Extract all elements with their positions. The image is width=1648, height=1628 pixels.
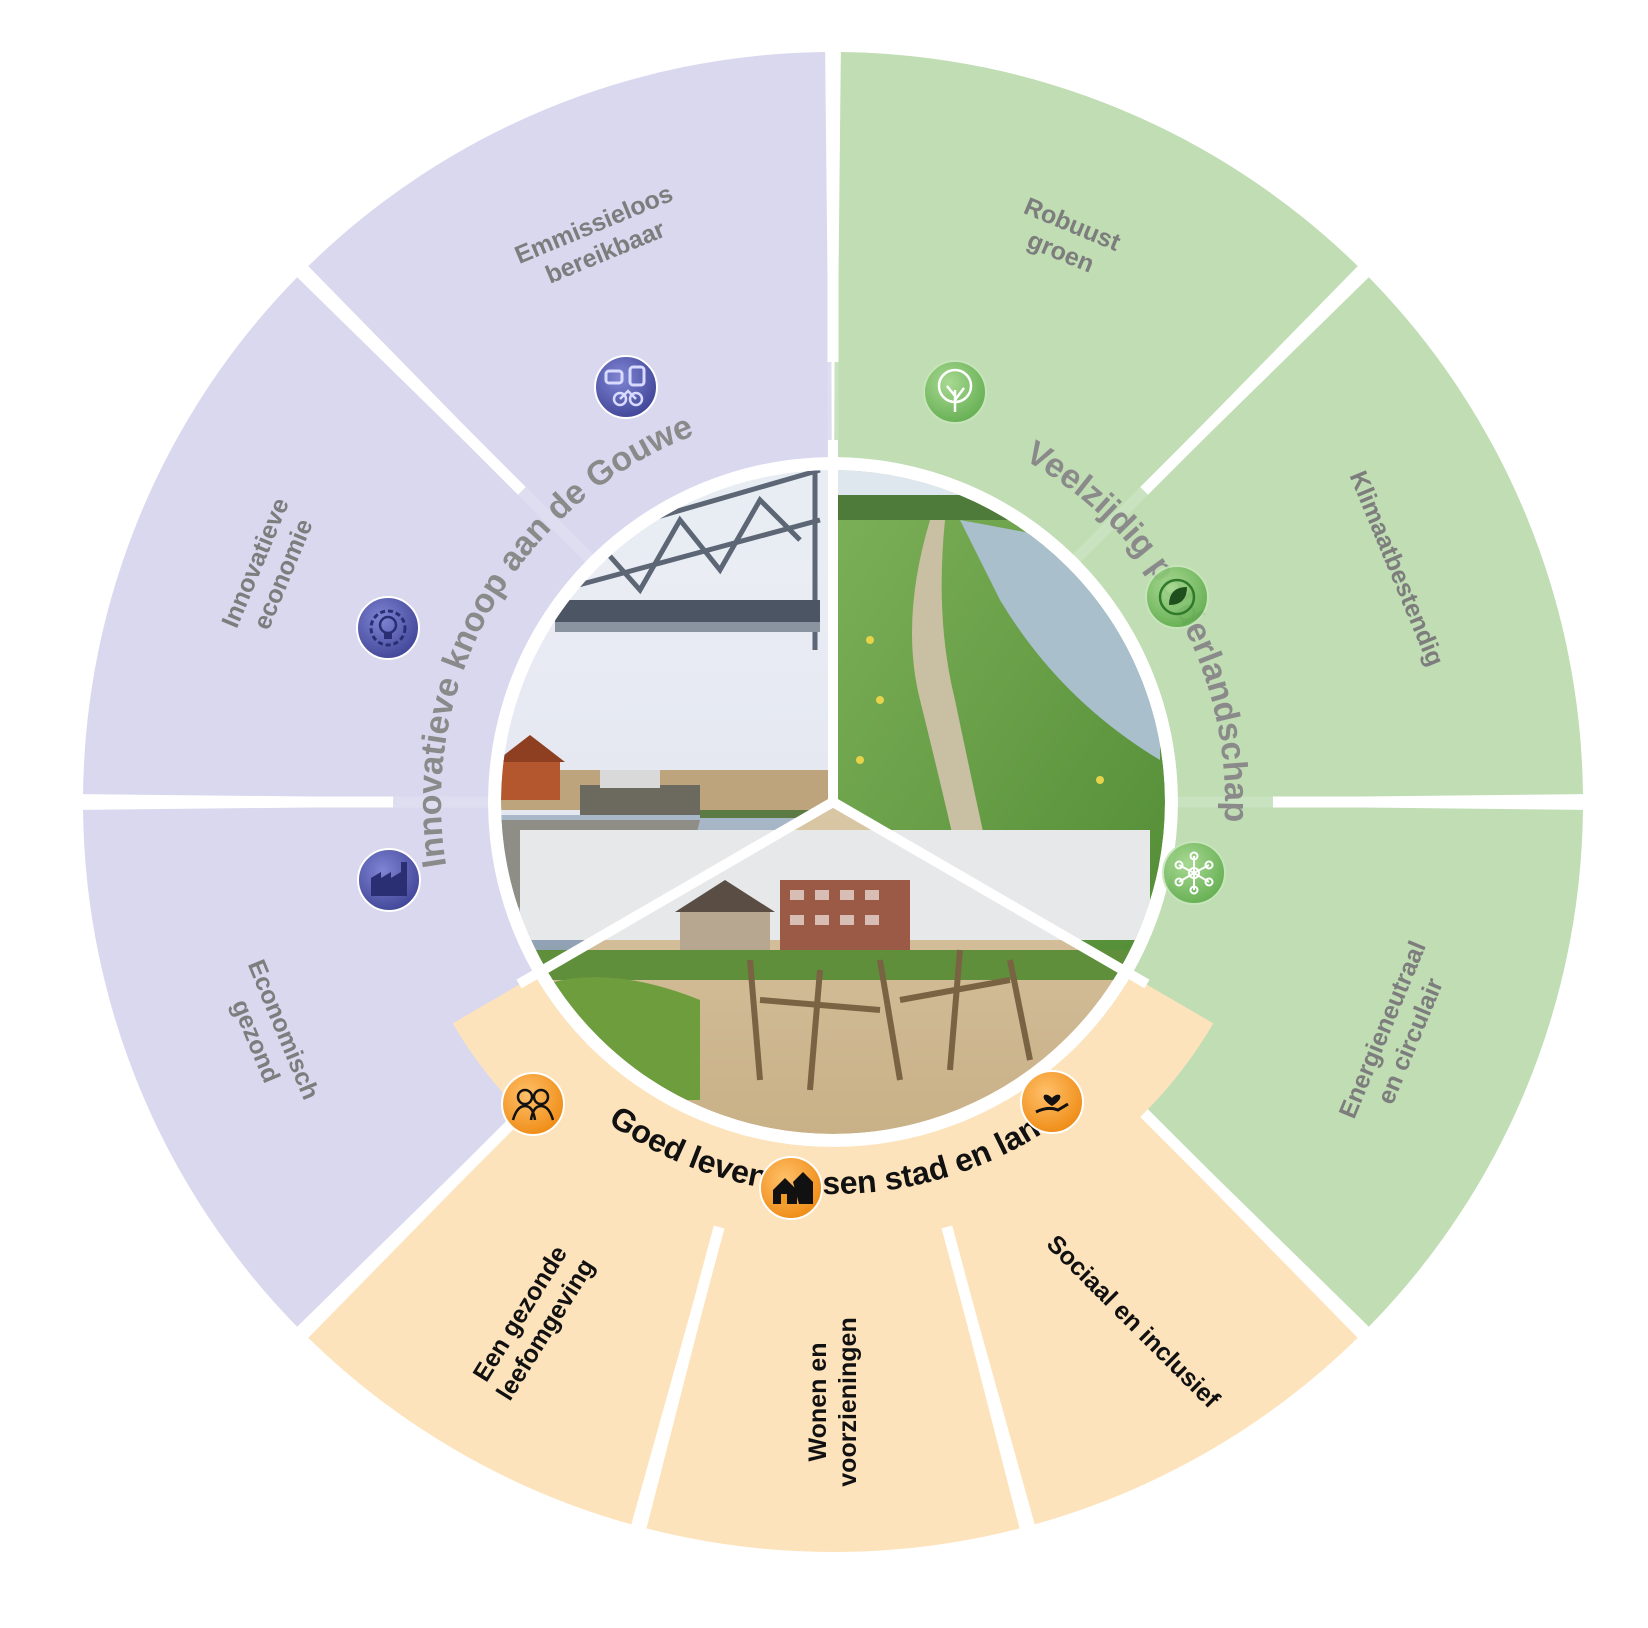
svg-text:Wonen en: Wonen en (804, 1343, 832, 1462)
band-green (834, 362, 1273, 1021)
hand-heart-icon (1020, 1070, 1084, 1134)
lightbulb-gear-icon (356, 596, 420, 660)
svg-text:voorzieningen: voorzieningen (834, 1317, 862, 1486)
tree-icon (923, 360, 987, 424)
segment-icons (356, 355, 1226, 1220)
houses-icon (759, 1156, 823, 1220)
leaf-cycle-icon (1145, 565, 1209, 629)
segment-wonen-en-voorzieningen (646, 1136, 1020, 1553)
car-bus-bike-icon (594, 355, 658, 419)
theme-bands (393, 362, 1273, 1243)
photo-dividers (489, 440, 1177, 1146)
network-icon (1162, 841, 1226, 905)
band-blue (393, 362, 832, 1021)
factory-icon (357, 848, 421, 912)
band-orange (452, 975, 1214, 1243)
people-icon (501, 1072, 565, 1136)
